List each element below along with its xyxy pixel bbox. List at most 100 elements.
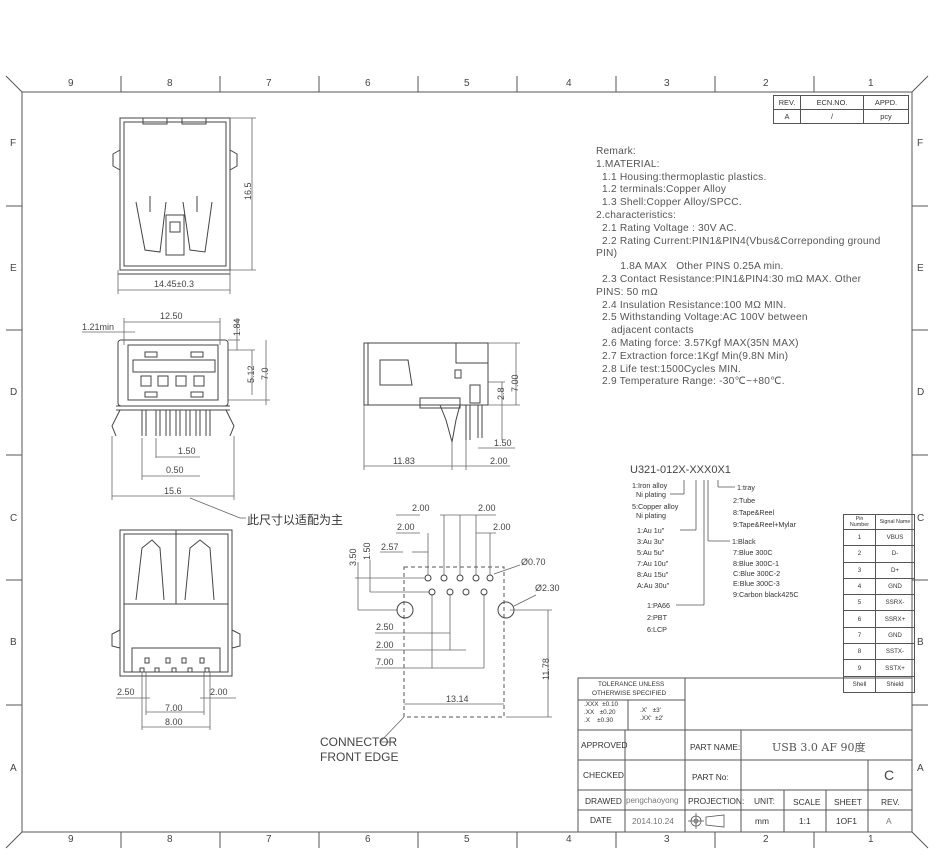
rev-header: REV. xyxy=(773,95,801,110)
zone-label: 6 xyxy=(365,834,371,845)
dim: 0.50 xyxy=(166,465,184,475)
dim-height: 16.5 xyxy=(243,182,253,200)
plating-option: Ni plating xyxy=(636,511,666,520)
pin-number: 2 xyxy=(843,545,876,563)
unit-label: UNIT: xyxy=(754,796,775,806)
gold-option: 1:Au 1u" xyxy=(637,526,665,535)
remark-line: 1.8A MAX Other PINS 0.25A min. xyxy=(596,261,784,273)
dim: 2.00 xyxy=(397,522,415,532)
approved-label: APPROVED xyxy=(581,740,628,750)
signal-name: SSRX- xyxy=(875,594,915,612)
appd-header: APPD. xyxy=(863,95,909,110)
signal-name: VBUS xyxy=(875,528,915,547)
signal-name: SSTX- xyxy=(875,643,915,661)
packing-option: 9:Tape&Reel+Mylar xyxy=(733,520,796,529)
rev-value: A xyxy=(886,816,892,826)
zone-label: 4 xyxy=(566,78,572,89)
tolerance-title: OTHERWISE SPECIFIED xyxy=(592,690,667,697)
part-name-label: PART NAME: xyxy=(690,742,741,752)
zone-label: B xyxy=(10,637,17,648)
color-option: 8:Blue 300C-1 xyxy=(733,559,779,568)
zone-label: 9 xyxy=(68,78,74,89)
packing-option: 8:Tape&Reel xyxy=(733,508,775,517)
drawed-label: DRAWED xyxy=(585,796,622,806)
dim: 2.00 xyxy=(376,640,394,650)
remark-line: PINS: 50 mΩ xyxy=(596,286,658,298)
zone-label: D xyxy=(10,387,18,398)
remark-line: 2.9 Temperature Range: -30℃~+80℃. xyxy=(596,376,785,388)
rev-label: REV. xyxy=(881,797,900,807)
pin-number: 7 xyxy=(843,626,876,645)
pin-number: 8 xyxy=(843,643,876,661)
zone-label: 8 xyxy=(167,834,173,845)
projection-symbol-icon xyxy=(688,813,725,829)
remark-line: 1.1 Housing:thermoplastic plastics. xyxy=(596,171,767,183)
gold-option: 5:Au 5u" xyxy=(637,548,665,557)
tolerance-linear: .X ±0.30 xyxy=(584,717,614,724)
dim: 11.83 xyxy=(393,456,415,466)
dim: 1.21min xyxy=(82,322,115,332)
dim: 1.50 xyxy=(362,542,372,560)
tolerance-title: TOLERANCE UNLESS xyxy=(598,681,665,688)
color-option: 9:Carbon black425C xyxy=(733,590,799,599)
color-option: 7:Blue 300C xyxy=(733,548,773,557)
part-name-value: USB 3.0 AF 90度 xyxy=(772,741,866,754)
pin-number-header: Pin Number xyxy=(843,514,876,530)
remark-line: 2.4 Insulation Resistance:100 MΩ MIN. xyxy=(596,299,787,311)
remark-line: Remark: xyxy=(596,146,636,157)
remark-line: 2.characteristics: xyxy=(596,209,677,221)
remark-notes: Remark: 1.MATERIAL: 1.1 Housing:thermopl… xyxy=(596,146,881,389)
zone-label: 9 xyxy=(68,834,74,845)
note-cn: 此尺寸以适配为主 xyxy=(247,513,344,527)
pin-number: 1 xyxy=(843,528,876,547)
signal-name: GND xyxy=(875,626,915,645)
zone-label: 1 xyxy=(868,834,874,845)
date-value: 2014.10.24 xyxy=(632,816,674,826)
remark-line: 1.2 terminals:Copper Alloy xyxy=(596,184,727,196)
rev-value: A xyxy=(773,109,801,124)
tolerance-linear: .XXX ±0.10 xyxy=(584,701,619,708)
dim: 2.50 xyxy=(117,687,135,697)
dim: 7.0 xyxy=(260,367,270,380)
signal-name: D+ xyxy=(875,561,915,579)
dim: Ø0.70 xyxy=(521,557,546,567)
part-no-label: PART No: xyxy=(692,772,729,782)
scale-value: 1:1 xyxy=(799,816,811,826)
tolerance-angle: .X' ±3' xyxy=(640,707,661,714)
zone-label: A xyxy=(917,763,924,774)
gold-option: 3:Au 3u" xyxy=(637,537,665,546)
zone-label: C xyxy=(917,513,925,524)
color-option: 1:Black xyxy=(732,537,756,546)
dim: 5.12 xyxy=(246,365,256,383)
dim-width: 14.45±0.3 xyxy=(154,279,194,289)
zone-label: 7 xyxy=(266,78,272,89)
ecn-value: / xyxy=(800,109,864,124)
zone-label: 3 xyxy=(664,78,670,89)
dim: 3.50 xyxy=(348,548,358,566)
zone-label: A xyxy=(10,763,17,774)
color-option: E:Blue 300C-3 xyxy=(733,579,780,588)
material-option: 2:PBT xyxy=(647,613,667,622)
pin-number: Shell xyxy=(843,675,876,693)
dim: 12.50 xyxy=(160,311,183,321)
dim: 2.50 xyxy=(376,622,394,632)
dim: 7.00 xyxy=(165,703,183,713)
zone-label: D xyxy=(917,387,925,398)
dim: 2.00 xyxy=(490,456,508,466)
remark-line: 1.MATERIAL: xyxy=(596,158,660,170)
dim: 13.14 xyxy=(446,694,469,704)
tolerance-angle: .XX' ±2' xyxy=(640,715,664,722)
pin-number: 9 xyxy=(843,659,876,677)
zone-label: 3 xyxy=(664,834,670,845)
zone-label: 7 xyxy=(266,834,272,845)
dim: Ø2.30 xyxy=(535,583,560,593)
